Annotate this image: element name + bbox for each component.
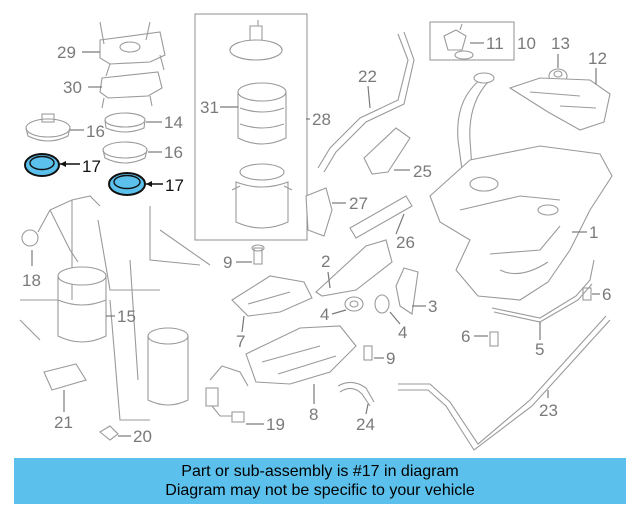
callout-16-right: 16 [164,143,183,162]
callout-4-left: 4 [320,305,329,324]
part-19-harness [205,365,249,423]
part-26-strap [349,195,413,239]
part-12-shield [508,77,611,131]
part-27-bracket [305,187,333,237]
callout-27: 27 [349,194,368,213]
part-15-fuel-pump [19,200,211,421]
callout-14: 14 [164,113,183,132]
part-29-bracket [99,21,166,77]
callout-2: 2 [321,252,330,271]
part-7-shield [231,275,313,317]
part-17-gasket-right [108,172,146,196]
callout-9-lower: 9 [386,349,395,368]
part-2-bracket [315,239,393,297]
callout-12: 12 [588,49,607,68]
part-10-group-box [429,21,515,61]
part-31-filter [229,20,293,229]
part-3-bracket [395,267,419,315]
part-23-fuel-tube [398,315,611,451]
part-4-grommet-left [344,296,364,312]
callout-25: 25 [413,162,432,181]
callout-5: 5 [535,340,544,359]
part-11-sender [443,23,474,60]
callout-17-right: 17 [165,176,184,195]
part-18-sender-wire [21,195,101,263]
callout-10: 10 [517,34,536,53]
callout-6-left: 6 [461,327,470,346]
callout-21: 21 [54,413,73,432]
info-banner: Part or sub-assembly is #17 in diagram D… [14,458,626,504]
banner-line-1: Part or sub-assembly is #17 in diagram [181,463,459,480]
parts-diagram: 29 30 16 14 16 17 17 [19,13,613,451]
callout-8: 8 [309,405,318,424]
callout-17-left: 17 [82,157,101,176]
callout-15: 15 [117,307,136,326]
callout-3: 3 [428,297,437,316]
callout-23: 23 [539,401,558,420]
callout-26: 26 [396,233,415,252]
callout-9-upper: 9 [223,253,232,272]
part-22-filler-pipe [317,31,415,173]
callout-6-right: 6 [602,285,611,304]
part-30-bracket [99,71,163,109]
callout-16-left: 16 [86,122,105,141]
part-14-lock-ring [104,112,146,133]
part-28-group-box [194,13,308,241]
part-5-strap [491,259,595,323]
callout-1: 1 [589,223,598,242]
part-9-bolt-lower [363,345,373,361]
part-6-bolt-left [489,331,499,347]
callout-30: 30 [63,78,82,97]
part-17-gasket-left [24,153,60,177]
part-24-hose [337,381,375,407]
callout-24: 24 [356,415,375,434]
part-9-bolt-upper [251,244,265,265]
callout-13: 13 [551,34,570,53]
part-25-bracket [363,127,411,175]
callout-18: 18 [22,271,41,290]
callout-22: 22 [358,67,377,86]
callout-20: 20 [133,427,152,446]
callout-19: 19 [266,415,285,434]
part-16-cap-right [102,141,148,164]
part-1-fuel-tank [429,72,613,301]
callout-4-right: 4 [398,323,407,342]
callout-28: 28 [312,110,331,129]
part-21-module [43,363,87,391]
callout-11: 11 [486,34,504,53]
callout-29: 29 [57,43,76,62]
part-20-clip [99,425,119,441]
part-16-cap-left [25,113,71,142]
part-8-lower-shield [245,325,357,385]
part-4-grommet-right [374,294,390,314]
callout-7: 7 [236,332,245,351]
banner-line-2: Diagram may not be specific to your vehi… [165,482,475,499]
callout-31: 31 [200,98,219,117]
